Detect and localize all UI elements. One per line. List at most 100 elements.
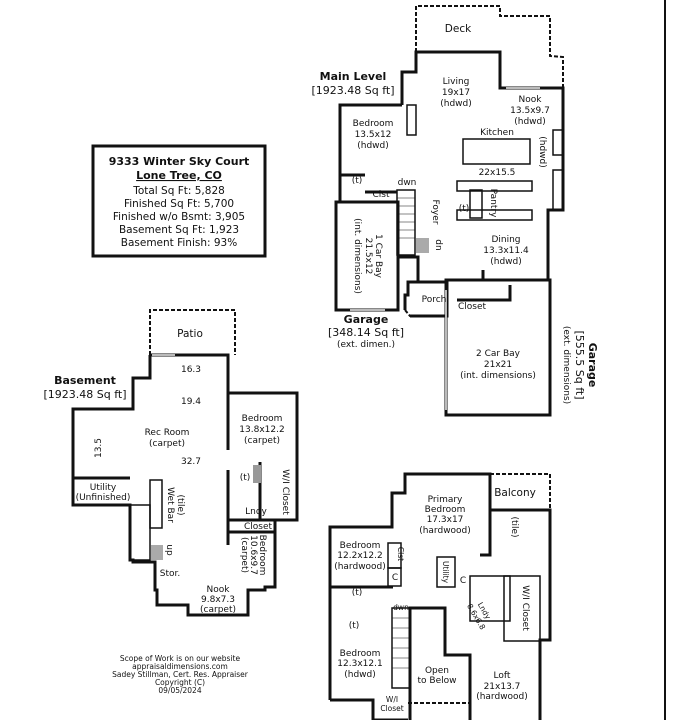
room-label: (t) [349, 621, 360, 631]
room-label: Bedroom [353, 119, 394, 129]
summary-line: Finished w/o Bsmt: 3,905 [113, 211, 245, 223]
summary-line: Finished Sq Ft: 5,700 [124, 198, 234, 210]
garage-title: Garage [344, 313, 389, 326]
room-label: 13.5x9.7 [510, 106, 550, 116]
room-label: (Unfinished) [76, 493, 131, 503]
room-label: (carpet) [149, 439, 185, 449]
room-label: Pantry [488, 189, 498, 218]
room-label: Utility [441, 561, 450, 584]
room-label: (int. dimensions) [352, 218, 362, 294]
room-label: 1 Car Bay [373, 234, 383, 279]
room-label: (t) [352, 588, 363, 598]
room-label: Kitchen [480, 128, 514, 138]
footer-line: Copyright (C) [155, 678, 205, 687]
garage-note: (ext. dimensions) [561, 326, 571, 404]
summary-line: Basement Sq Ft: 1,923 [119, 224, 239, 236]
room-label: (carpet) [239, 537, 249, 573]
room-label: 19x17 [442, 88, 470, 98]
room-label: Nook [207, 585, 231, 595]
footer-credits: Scope of Work is on our website appraisa… [112, 654, 249, 695]
basement-area: [1923.48 Sq ft] [43, 388, 126, 401]
room-label: (carpet) [244, 436, 280, 446]
room-label: (t) [240, 473, 251, 483]
dimension-label: 16.3 [181, 365, 201, 375]
room-label: Clst [396, 547, 405, 561]
room-label: Wet Bar [165, 487, 175, 523]
room-label: Closet [458, 302, 487, 312]
room-label: Utility [90, 483, 117, 493]
room-label: Nook [519, 95, 543, 105]
room-label: Clst [372, 190, 389, 200]
room-label: Bedroom [257, 535, 267, 576]
dimension-label: 13.5 [94, 438, 104, 458]
room-label: W/I Closet [280, 469, 290, 515]
room-label: up [164, 544, 174, 556]
room-label: Stor. [160, 569, 180, 579]
room-label: (hdwd) [440, 99, 472, 109]
room-label: (carpet) [200, 605, 236, 615]
room-label: Open [425, 666, 449, 676]
basement-level: Patio Basement [1923.48 Sq ft] 16.3 19.4… [43, 309, 299, 617]
main-level-title: Main Level [320, 70, 387, 83]
room-label: 13.3x11.4 [483, 246, 529, 256]
room-label: 17.3x17 [427, 515, 464, 525]
room-label: dwn [398, 178, 417, 188]
basement-title: Basement [54, 374, 116, 387]
footer-line: 09/05/2024 [158, 686, 201, 695]
room-label: (hardwood) [334, 562, 386, 572]
room-label: dn [433, 239, 443, 250]
room-label: 9.8x7.3 [201, 595, 235, 605]
room-label: (t) [352, 176, 363, 186]
summary-line: Basement Finish: 93% [121, 237, 237, 249]
room-label: Bedroom [242, 414, 283, 424]
main-level-area: [1923.48 Sq ft] [311, 84, 394, 97]
summary-box: 9333 Winter Sky Court Lone Tree, CO Tota… [91, 144, 267, 258]
room-label: Foyer [430, 200, 440, 225]
room-label: Primary [428, 495, 463, 505]
room-label: W/I [386, 695, 398, 704]
room-label: 12.3x12.1 [337, 659, 382, 669]
room-label: (hdwd) [490, 257, 522, 267]
room-label: 13.8x12.2 [239, 425, 284, 435]
garage-area: [348.14 Sq ft] [328, 326, 404, 339]
room-label: to Below [418, 676, 457, 686]
room-label: (int. dimensions) [460, 371, 536, 381]
upper-level: Balcony Primary Bedroom 17.3x17 (hardwoo… [328, 472, 552, 720]
room-label: (tile) [509, 516, 519, 537]
room-label: Bedroom [425, 505, 466, 515]
city: Lone Tree, CO [136, 169, 222, 182]
room-label: (hdwd) [344, 670, 376, 680]
room-label: 12.2x12.2 [337, 551, 382, 561]
room-label: Bedroom [340, 649, 381, 659]
room-label: Porch [422, 295, 447, 305]
room-label: (hdwd) [537, 136, 547, 168]
balcony-label: Balcony [494, 487, 536, 499]
room-label: (hdwd) [514, 117, 546, 127]
room-label: C [460, 576, 466, 586]
dimension-label: 32.7 [181, 457, 201, 467]
footer-line: Sadey Stillman, Cert. Res. Appraiser [112, 670, 249, 679]
room-label: 2 Car Bay [476, 349, 521, 359]
patio-label: Patio [177, 328, 203, 340]
room-label: W/I Closet [520, 585, 530, 631]
room-label: 21x21 [484, 360, 512, 370]
room-label: 22x15.5 [479, 168, 516, 178]
room-label: 21x13.7 [484, 682, 521, 692]
room-label: 21.5x12 [363, 238, 373, 275]
summary-line: Total Sq Ft: 5,828 [132, 185, 225, 197]
room-label: Dining [491, 235, 520, 245]
room-label: (t) [459, 204, 470, 214]
room-label: 13.5x12 [355, 130, 392, 140]
garage-note: (ext. dimen.) [337, 340, 395, 350]
garage-title: Garage [586, 343, 599, 388]
room-label: Rec Room [145, 428, 190, 438]
room-label: C [392, 573, 398, 583]
deck-label: Deck [445, 23, 472, 35]
room-label: (hdwd) [357, 141, 389, 151]
garage-area: [555.5 Sq ft] [573, 330, 586, 399]
room-label: Loft [494, 671, 511, 681]
room-label: Closet [380, 704, 403, 713]
room-label: dwn [393, 603, 409, 612]
room-label: Living [443, 77, 470, 87]
